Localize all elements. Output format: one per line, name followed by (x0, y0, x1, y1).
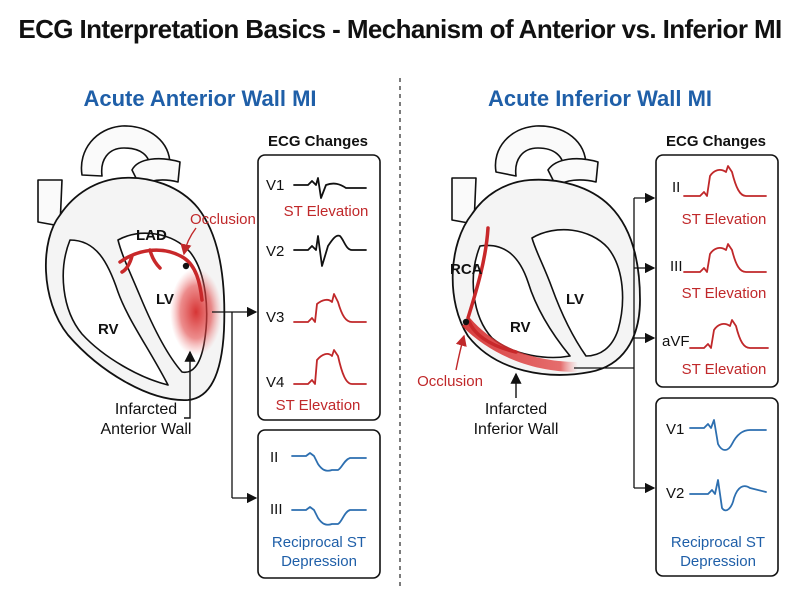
inferior-heading: Acute Inferior Wall MI (488, 86, 712, 111)
anterior-lv-label: LV (156, 291, 174, 308)
inferior-occlusion-arrow (455, 334, 467, 371)
inferior-heart (451, 125, 641, 376)
ecg-trace-inferior-avf (689, 319, 769, 349)
inferior-lead-label: aVF (662, 333, 690, 350)
inferior-st-elevation-note: ST Elevation (682, 211, 767, 228)
inferior-elevation-box (655, 154, 779, 388)
anterior-st-elevation-note: ST Elevation (284, 203, 369, 220)
anterior-heart (37, 125, 226, 401)
anterior-st-elevation-note: ST Elevation (276, 397, 361, 414)
inferior-reciprocal-lead-label: V2 (666, 485, 684, 502)
inferior-infarct-label-2: Inferior Wall (474, 421, 559, 438)
inferior-ecg-header: ECG Changes (666, 133, 766, 150)
anterior-occlusion-label: Occlusion (190, 211, 256, 228)
inferior-reciprocal-text-1: Reciprocal ST (671, 534, 765, 551)
anterior-artery-label: LAD (136, 227, 167, 244)
anterior-infarct-arrow (184, 350, 196, 419)
anterior-reciprocal-text-1: Reciprocal ST (272, 534, 366, 551)
anterior-reciprocal-box (257, 429, 381, 579)
anterior-ecg-header: ECG Changes (268, 133, 368, 150)
anterior-infarct-label-2: Anterior Wall (101, 421, 192, 438)
inferior-rv-label: RV (510, 319, 531, 336)
anterior-heading: Acute Anterior Wall MI (83, 86, 316, 111)
ecg-trace-inferior-iii (683, 243, 767, 273)
inferior-st-elevation-note: ST Elevation (682, 285, 767, 302)
inferior-reciprocal-text-2: Depression (680, 553, 756, 570)
ecg-trace-reciprocal-ii (291, 452, 367, 472)
anterior-lead-label: V4 (266, 374, 284, 391)
inferior-artery-label: RCA (450, 261, 483, 278)
anterior-reciprocal-text-2: Depression (281, 553, 357, 570)
inferior-lv-label: LV (566, 291, 584, 308)
anterior-lead-label: V2 (266, 243, 284, 260)
ecg-trace-inferior-ii (683, 165, 767, 197)
ecg-trace-reciprocal-v1 (689, 419, 767, 451)
anterior-occlusion-arrow (180, 227, 197, 256)
inferior-reciprocal-lead-label: V1 (666, 421, 684, 438)
anterior-infarct-label-1: Infarcted (115, 401, 177, 418)
anterior-connectors (212, 306, 258, 504)
anterior-reciprocal-lead-label: III (270, 501, 283, 518)
ecg-trace-v2 (293, 234, 367, 267)
inferior-infarct-label-1: Infarcted (485, 401, 547, 418)
inferior-occlusion-label: Occlusion (417, 373, 483, 390)
anterior-lead-label: V1 (266, 177, 284, 194)
ecg-trace-reciprocal-iii (291, 506, 367, 526)
anterior-lead-label: V3 (266, 309, 284, 326)
ecg-trace-v1 (293, 177, 367, 199)
inferior-lead-label: II (672, 179, 680, 196)
inferior-st-elevation-note: ST Elevation (682, 361, 767, 378)
ecg-trace-reciprocal-v2 (689, 479, 767, 512)
ecg-trace-v3 (293, 293, 367, 323)
ecg-trace-v4 (293, 349, 367, 385)
page-title: ECG Interpretation Basics - Mechanism of… (18, 14, 782, 44)
anterior-elevation-box (257, 154, 381, 421)
inferior-lead-label: III (670, 258, 683, 275)
anterior-rv-label: RV (98, 321, 119, 338)
inferior-connectors (574, 192, 656, 494)
anterior-reciprocal-lead-label: II (270, 449, 278, 466)
